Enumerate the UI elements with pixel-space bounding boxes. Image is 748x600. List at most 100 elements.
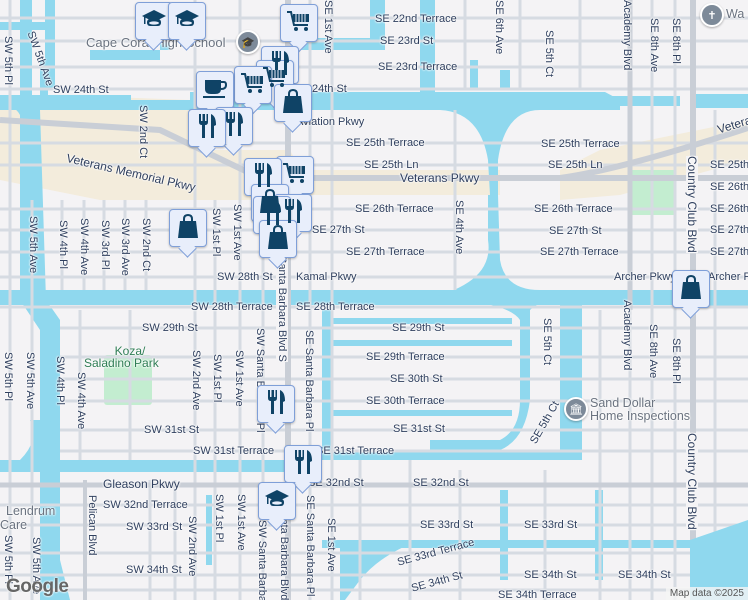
street-label: SW 5th Ave bbox=[30, 537, 42, 595]
street-label: SE 27th St bbox=[312, 224, 365, 236]
coffee-marker[interactable] bbox=[196, 71, 234, 109]
street-label: SW 1st Ave bbox=[231, 204, 243, 261]
school-icon bbox=[264, 488, 290, 515]
street-label: SE 30th Terrace bbox=[366, 395, 445, 407]
google-logo: Google bbox=[6, 576, 69, 597]
restaurant-marker[interactable] bbox=[284, 445, 322, 483]
street-label: SE 5th Ct bbox=[543, 30, 555, 78]
street-label: SW 31st Terrace bbox=[193, 445, 275, 457]
street-label: SE 4th Ave bbox=[453, 200, 465, 255]
street-label: SE 23rd St bbox=[380, 35, 434, 47]
street-label: SE 30th St bbox=[390, 373, 443, 385]
shopping-bag-marker[interactable] bbox=[169, 209, 207, 247]
restaurant-icon bbox=[282, 198, 304, 229]
street-label: SE 1st Ave bbox=[325, 518, 337, 572]
church-poi-icon[interactable]: ✝ bbox=[700, 3, 724, 27]
street-label: SE 27th bbox=[710, 224, 748, 236]
street-label: SE 6th Ave bbox=[493, 0, 505, 55]
street-label: SE Santa Barbara Pl bbox=[303, 330, 315, 432]
shopping-cart-icon bbox=[286, 9, 312, 38]
street-label: SW 2nd Ave bbox=[190, 350, 202, 411]
coffee-icon bbox=[202, 77, 228, 104]
restaurant-icon bbox=[252, 162, 274, 193]
street-label: SW 1st Pl bbox=[210, 208, 222, 257]
street-label: SE 1st Ave bbox=[322, 0, 334, 54]
street-label: SE 27th Terrace bbox=[540, 246, 619, 258]
street-label: SW 1st Ave bbox=[233, 350, 245, 407]
map-attribution[interactable]: Map data ©2025 bbox=[665, 587, 748, 600]
park-label-1[interactable]: Koza/ bbox=[114, 344, 146, 358]
street-label: SW 29th St bbox=[142, 322, 198, 334]
street-label: Aviation Pkwy bbox=[296, 116, 365, 128]
school-marker[interactable] bbox=[258, 482, 296, 520]
street-label: SW 2nd Ave bbox=[186, 516, 198, 577]
shopping-cart-marker[interactable] bbox=[234, 66, 272, 104]
street-label: SW 1st Ave bbox=[235, 494, 247, 551]
shopping-bag-icon bbox=[282, 88, 304, 119]
road-label-gleason: Gleason Pkwy bbox=[103, 477, 180, 491]
park-label-2[interactable]: Saladino Park bbox=[84, 356, 159, 370]
restaurant-icon bbox=[261, 200, 283, 231]
street-label: SE 8th Ave bbox=[648, 18, 660, 73]
street-label: Kamal Pkwy bbox=[296, 271, 357, 283]
street-label: SE 33rd St bbox=[524, 519, 578, 531]
shopping-bag-marker[interactable] bbox=[672, 270, 710, 308]
street-label: SW 2nd Ct bbox=[140, 218, 152, 272]
restaurant-icon bbox=[269, 50, 291, 81]
street-label: SE 8th Pl bbox=[670, 18, 682, 64]
shopping-bag-marker[interactable] bbox=[259, 220, 297, 258]
poi-label-church[interactable]: Wa bbox=[726, 7, 745, 21]
street-label: SW 5th Ave bbox=[27, 216, 39, 274]
street-label: SE 31st St bbox=[393, 423, 445, 435]
street-label: SE 25th bbox=[710, 159, 748, 171]
street-label: SW 34th St bbox=[126, 564, 182, 576]
street-label: SW 33rd St bbox=[126, 521, 183, 533]
school-poi-icon[interactable]: 🎓 bbox=[236, 30, 260, 54]
school-marker[interactable] bbox=[135, 2, 173, 40]
street-label: SW 4th Pl bbox=[54, 356, 66, 405]
shopping-cart-marker[interactable] bbox=[280, 4, 318, 42]
poi-label-lendrum-1[interactable]: Lendrum bbox=[6, 504, 56, 518]
street-label: SW 4th Pl bbox=[57, 220, 69, 269]
school-marker[interactable] bbox=[168, 2, 206, 40]
street-label: SE 26th bbox=[710, 203, 748, 215]
street-label: SE 8th Pl bbox=[670, 338, 682, 384]
shopping-bag-marker[interactable] bbox=[274, 84, 312, 122]
street-label: SE 25th Ln bbox=[364, 159, 419, 171]
street-label: SW 32nd Terrace bbox=[103, 499, 188, 511]
street-label: SW 3rd Pl bbox=[99, 220, 111, 270]
street-label: SW 24th St bbox=[53, 84, 109, 96]
street-label: SW 4th Ave bbox=[75, 372, 87, 430]
road-label-santa-barbara: Santa Barbara Blvd S bbox=[276, 256, 288, 362]
poi-label-inspections-2[interactable]: Home Inspections bbox=[590, 409, 691, 423]
street-label: SE 33rd St bbox=[420, 519, 474, 531]
street-label: SW 4th Ave bbox=[78, 218, 90, 276]
street-label: SE Santa Barbara Pl bbox=[304, 495, 316, 597]
street-label: Academy Blvd bbox=[621, 300, 633, 371]
street-label: SE 22nd Terrace bbox=[375, 13, 457, 25]
street-label: SW 1st Pl bbox=[213, 494, 225, 543]
street-label: Archer Pkwy bbox=[614, 271, 676, 283]
street-label: 24th St bbox=[312, 83, 347, 95]
restaurant-icon bbox=[265, 389, 287, 420]
street-label: SE 32nd St bbox=[308, 477, 364, 489]
school-icon bbox=[141, 8, 167, 35]
street-label: SE 34th Terrace bbox=[498, 589, 577, 600]
street-label: SE 23rd Terrace bbox=[378, 61, 458, 73]
restaurant-icon bbox=[292, 449, 314, 480]
street-label: Santa Barbara Blvd bbox=[278, 505, 290, 600]
poi-label-inspections-1[interactable]: Sand Dollar bbox=[590, 396, 656, 410]
street-label: Academy Blvd bbox=[621, 0, 633, 71]
poi-label-lendrum-2[interactable]: Care bbox=[0, 518, 28, 532]
shopping-cart-icon bbox=[282, 161, 308, 190]
street-label: SE 26th bbox=[710, 181, 748, 193]
inspections-poi-icon[interactable]: 🏛 bbox=[564, 397, 588, 421]
restaurant-marker[interactable] bbox=[257, 385, 295, 423]
street-label: SW 31st St bbox=[144, 424, 200, 436]
street-label: Pelican Blvd bbox=[86, 495, 98, 556]
shopping-bag-icon bbox=[680, 274, 702, 305]
street-label: SE 31st Terrace bbox=[316, 445, 395, 457]
restaurant-icon bbox=[196, 113, 218, 144]
restaurant-marker[interactable] bbox=[188, 109, 226, 147]
